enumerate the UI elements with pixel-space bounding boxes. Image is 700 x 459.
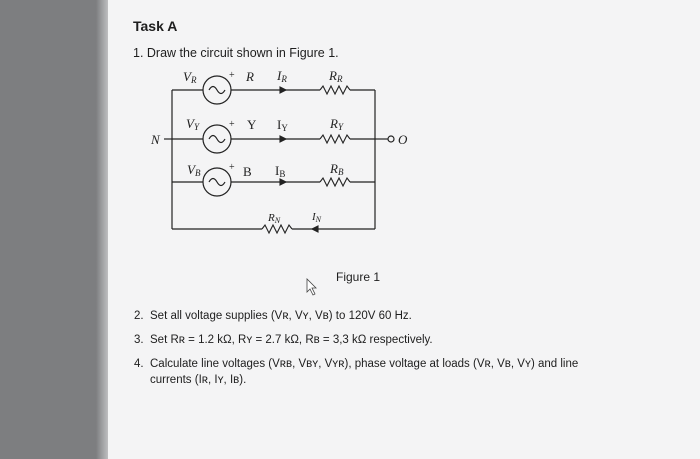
- source-vr: [202, 75, 232, 105]
- label-r: R: [245, 69, 254, 84]
- figure-caption: Figure 1: [336, 270, 381, 284]
- label-rr: RR: [328, 68, 343, 84]
- resistor-rn-symbol: [261, 223, 293, 235]
- resistor-ry-symbol: [319, 133, 351, 145]
- node-o-terminal: [387, 135, 395, 143]
- svg-text:+: +: [229, 162, 235, 173]
- svg-text:+: +: [229, 119, 235, 130]
- source-vy: [202, 124, 232, 154]
- label-n: N: [150, 132, 161, 147]
- step-4: 4. Calculate line voltages (Vʀʙ, Vʙʏ, Vʏ…: [134, 358, 579, 386]
- page-shadow: [96, 0, 110, 459]
- task-title: Task A: [133, 18, 178, 34]
- step-1: 1. Draw the circuit shown in Figure 1.: [133, 46, 339, 60]
- label-vr: VR: [183, 69, 197, 85]
- step-3: 3. Set Rʀ = 1.2 kΩ, Rʏ = 2.7 kΩ, Rʙ = 3,…: [134, 334, 433, 346]
- label-b: B: [243, 164, 252, 179]
- arrow-iy: [279, 135, 288, 143]
- arrow-in: [310, 225, 319, 233]
- label-rb: RB: [329, 161, 344, 177]
- resistor-rb-symbol: [319, 176, 351, 188]
- step-2: 2. Set all voltage supplies (Vʀ, Vʏ, Vʙ)…: [134, 310, 412, 322]
- label-in: IN: [311, 211, 322, 224]
- label-ir: IR: [276, 68, 287, 84]
- svg-text:+: +: [229, 70, 235, 81]
- arrow-ib: [279, 178, 288, 186]
- label-o: O: [398, 132, 408, 147]
- steps-list: 2. Set all voltage supplies (Vʀ, Vʏ, Vʙ)…: [134, 308, 604, 396]
- arrow-ir: [279, 86, 288, 94]
- mouse-cursor-icon: [306, 278, 317, 296]
- label-ry: RY: [329, 116, 344, 132]
- source-vb: [202, 167, 232, 197]
- label-iy: IY: [277, 117, 288, 133]
- label-ib: IB: [275, 163, 285, 179]
- label-y: Y: [247, 117, 257, 132]
- label-rn: RN: [267, 212, 281, 225]
- label-vb: VB: [187, 162, 201, 178]
- label-vy: VY: [186, 116, 200, 132]
- resistor-rr-symbol: [319, 84, 351, 96]
